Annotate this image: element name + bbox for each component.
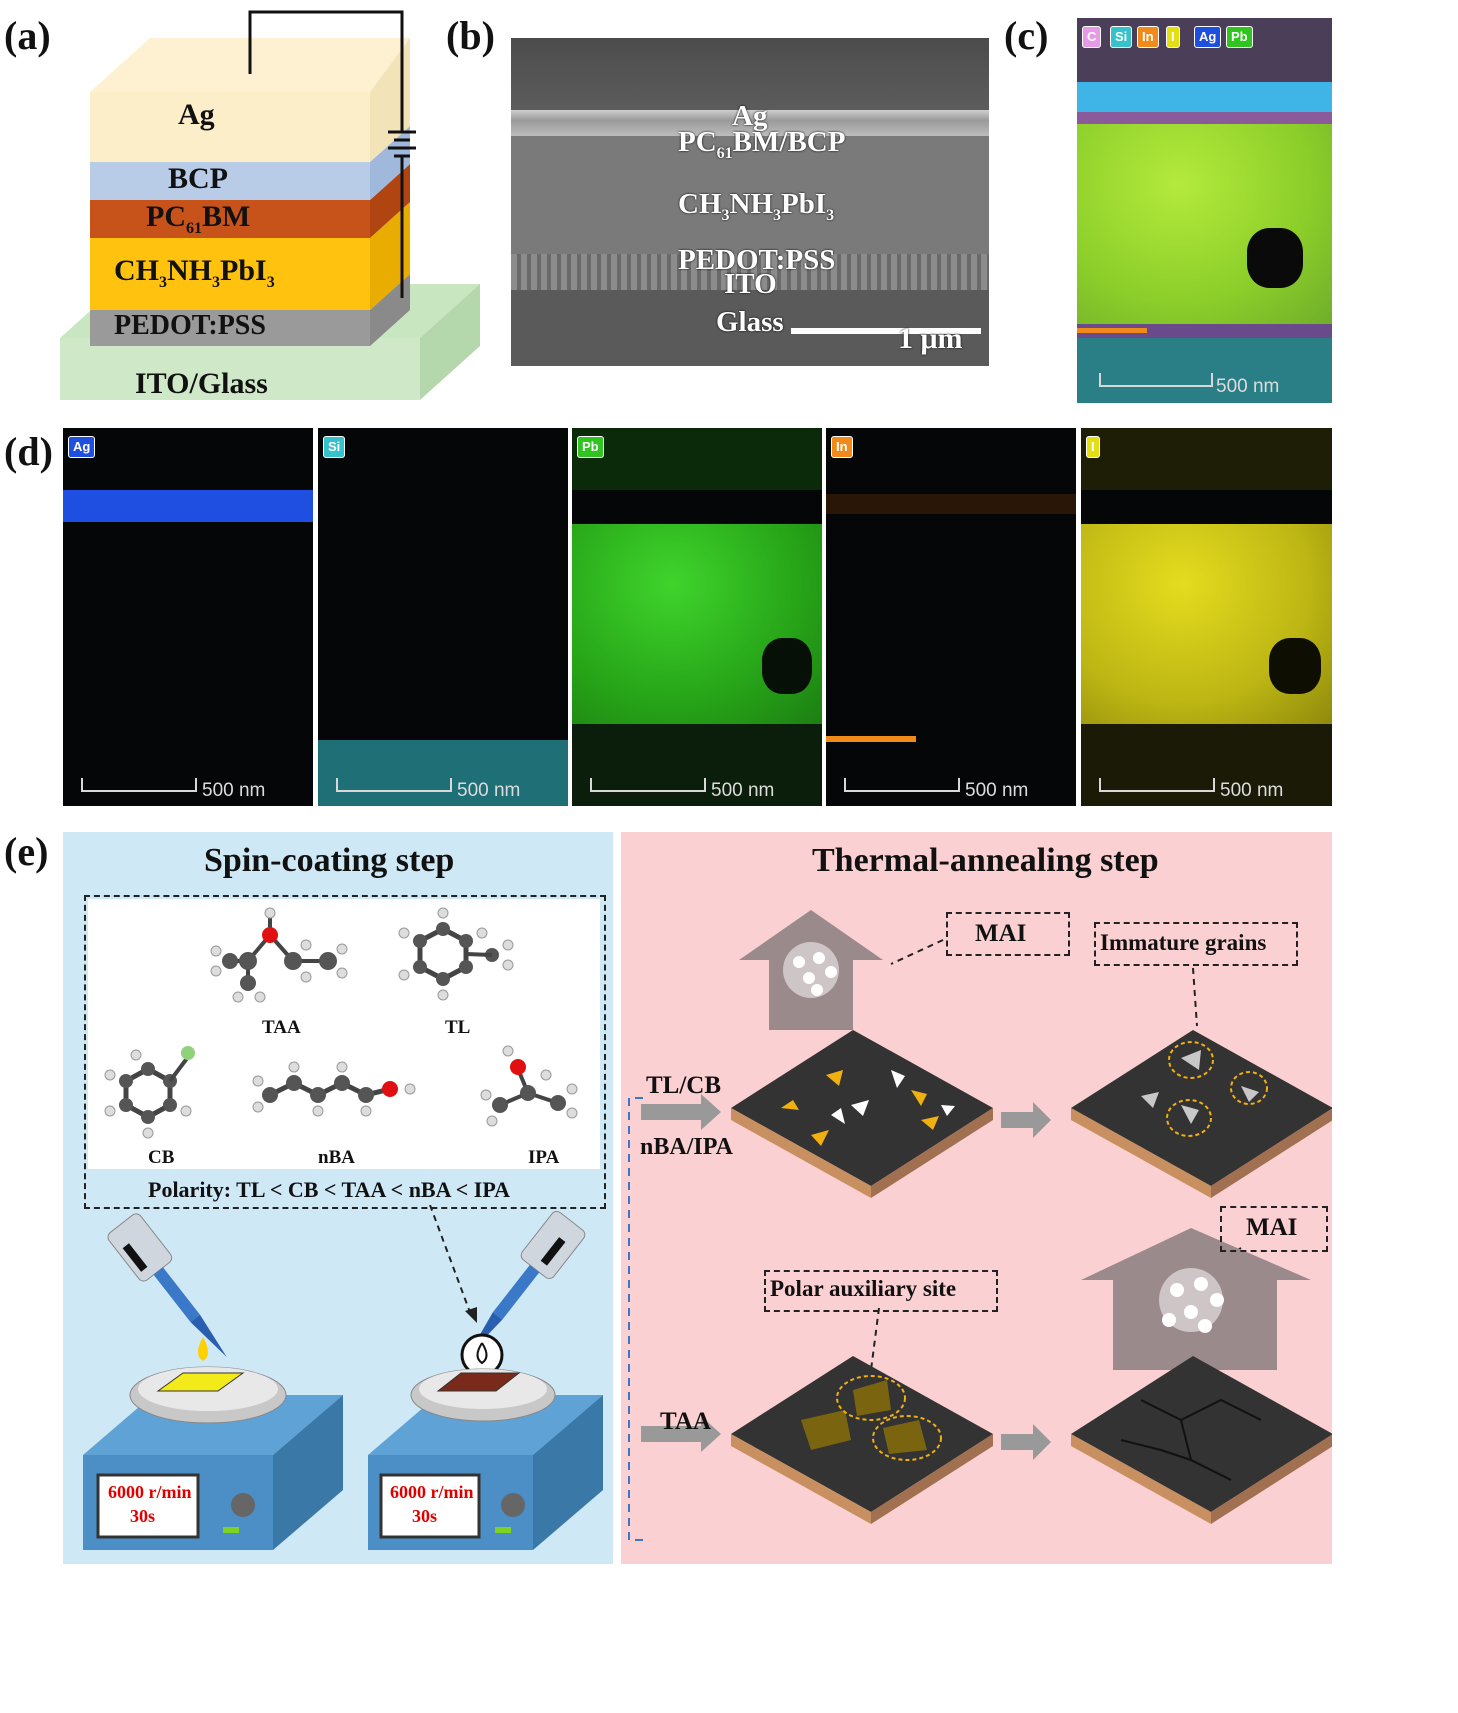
layer-perovskite-label: CH3NH3PbI3 [114,254,275,291]
molecule-tl-label: TL [445,1017,471,1038]
eds-map-pb [572,428,822,806]
panel-a-label: (a) [4,13,51,58]
polarity-text: Polarity: TL < CB < TAA < nBA < IPA [148,1177,511,1202]
solvent-nba-ipa-label: nBA/IPA [640,1134,733,1160]
molecule-box [84,895,606,1209]
panel-b-label: (b) [446,13,495,58]
eds-overlay-map [1077,18,1332,403]
right-coater-speed: 6000 r/min [390,1482,474,1502]
panel-e-label: (e) [4,829,49,874]
eds-map-ag [63,428,313,806]
molecules-diagram [104,907,578,1139]
spin-coating-title: Spin-coating step [204,842,455,879]
layer-pcbm-label: PC61BM [146,200,251,237]
polar-site-box [764,1270,998,1312]
sem-glass-label: Glass [716,306,784,338]
molecule-ipa-label: IPA [528,1147,560,1168]
sem-pedot-label: PEDOT:PSS [678,244,836,276]
sem-ito-label: ITO [724,268,777,300]
sem-ag-label: Ag [732,100,768,132]
sem-perovskite-label: CH3NH3PbI3 [678,188,835,224]
mai-label-top: MAI [975,920,1027,947]
sem-pcbm-bcp-label: PC61BM/BCP [678,126,846,162]
immature-grains-box [1094,922,1298,966]
immature-grains-label: Immature grains [1100,930,1267,955]
layer-ito-glass-label: ITO/Glass [135,367,268,400]
eds-map-i [1081,428,1332,806]
map-in-scale: 500 nm [965,780,1029,801]
sem-scale-label: 1 μm [898,322,963,355]
mai-label-box-top [946,912,1070,956]
device-stack-diagram [60,10,480,400]
tag-pb: Pb [1226,26,1253,48]
right-coater-time: 30s [412,1506,438,1526]
molecule-cb-label: CB [148,1147,175,1168]
tag-map-si: Si [323,436,346,458]
solvent-taa-label: TAA [660,1408,711,1435]
eds-map-si [318,428,568,806]
molecule-taa-label: TAA [262,1017,301,1038]
spin-coaters-illustration [83,1205,603,1550]
map-ag-scale: 500 nm [202,780,266,801]
map-pb-scale: 500 nm [711,780,775,801]
tag-in: In [1137,26,1159,48]
tag-c: C [1082,26,1102,48]
tag-map-pb: Pb [577,436,604,458]
left-coater-speed: 6000 r/min [108,1482,192,1502]
layer-ag-label: Ag [178,98,215,131]
annealing-illustration [628,910,1332,1541]
polar-site-label: Polar auxiliary site [770,1276,957,1301]
mai-label-box-bottom [1220,1206,1328,1252]
eds-map-in [826,428,1076,806]
layer-bcp-label: BCP [168,162,228,195]
map-i-scale: 500 nm [1220,780,1284,801]
solvent-tl-cb-label: TL/CB [646,1072,722,1099]
panel-c-label: (c) [1004,13,1049,58]
overlay-scale-label: 500 nm [1216,376,1280,397]
tag-map-i: I [1086,436,1100,458]
sem-cross-section [511,38,989,366]
tag-map-ag: Ag [68,436,96,458]
panel-d-label: (d) [4,429,53,474]
thermal-annealing-title: Thermal-annealing step [812,842,1159,879]
map-si-scale: 500 nm [457,780,521,801]
tag-ag: Ag [1194,26,1222,48]
tag-map-in: In [831,436,853,458]
layer-pedot-label: PEDOT:PSS [114,310,266,341]
tag-si: Si [1110,26,1133,48]
mai-label-bottom: MAI [1246,1214,1298,1241]
tag-i: I [1166,26,1180,48]
left-coater-time: 30s [130,1506,156,1526]
molecule-nba-label: nBA [318,1147,355,1168]
